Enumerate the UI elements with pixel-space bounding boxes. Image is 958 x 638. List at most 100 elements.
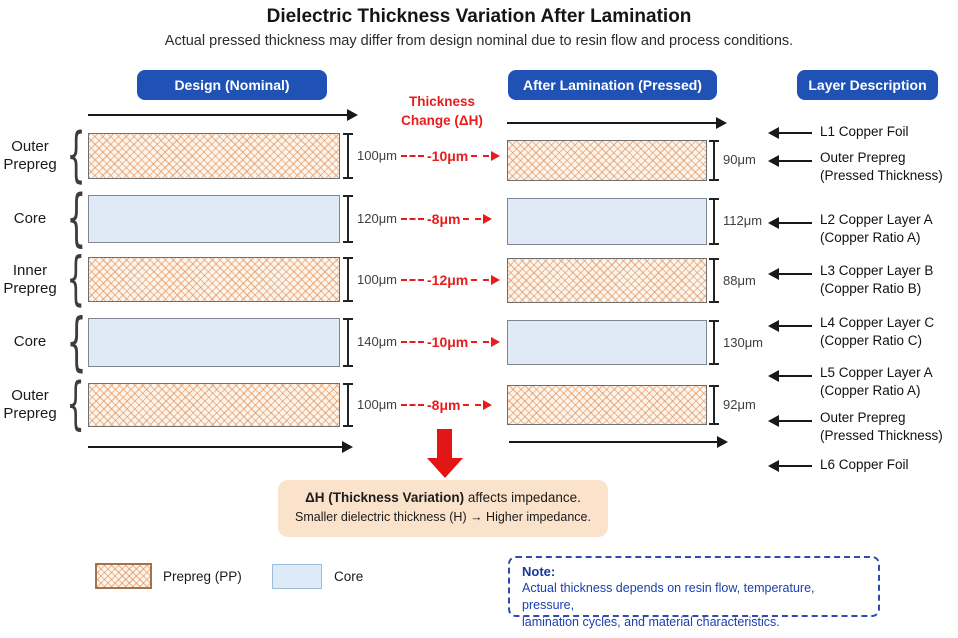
delta-arrowhead-icon (491, 337, 501, 347)
layer-pointer-arrow (768, 320, 812, 332)
row-brace: { (66, 371, 85, 437)
note-line2: lamination cycles, and material characte… (522, 615, 780, 629)
delta-dash (401, 155, 424, 157)
row-brace: { (66, 120, 86, 190)
layer-desc-l6: L6 Copper Foil (820, 457, 909, 472)
delta-arrowhead-icon (483, 214, 493, 224)
delta-arrow: -12μm (401, 271, 501, 289)
pressed-thickness-value: 130μm (723, 335, 764, 350)
delta-arrow: -10μm (401, 333, 501, 351)
pressed-layer-rect-core (507, 198, 707, 245)
callout-line2: Smaller dielectric thickness (H) → Highe… (295, 510, 591, 524)
layer-pointer-arrow (768, 217, 812, 229)
row-label-core: Core (13, 210, 47, 227)
design-thickness-value: 100μm (357, 397, 398, 412)
impedance-callout: ΔH (Thickness Variation) affects impedan… (278, 480, 608, 537)
delta-dash (401, 279, 424, 281)
layer-desc-l2: L2 Copper Layer A (Copper Ratio A) (820, 212, 933, 245)
red-down-arrow-icon (437, 429, 452, 459)
thickness-change-line1: Thickness (408, 94, 476, 109)
layer-desc-outer-prepreg-bottom: Outer Prepreg (Pressed Thickness) (820, 410, 943, 443)
design-layer-rect-core (88, 195, 340, 243)
header-layer-description: Layer Description (797, 70, 938, 100)
delta-arrow: -8μm (401, 396, 493, 414)
delta-arrow: -8μm (401, 210, 493, 228)
delta-dash (463, 218, 482, 220)
delta-dash (471, 279, 490, 281)
dimension-bracket (343, 195, 353, 243)
delta-arrow: -10μm (401, 147, 501, 165)
delta-dash (401, 404, 424, 406)
delta-value: -8μm (427, 211, 461, 227)
design-stack-top-arrow (88, 109, 358, 121)
design-thickness-value: 100μm (357, 272, 398, 287)
dimension-bracket (343, 318, 353, 367)
red-down-arrowhead-icon (427, 458, 463, 478)
pressed-stack-top-arrow (507, 117, 727, 129)
dimension-bracket (709, 385, 719, 425)
layer-desc-l1: L1 Copper Foil (820, 124, 909, 139)
layer-desc-outer-prepreg-top: Outer Prepreg (Pressed Thickness) (820, 150, 943, 183)
delta-value: -10μm (427, 334, 469, 350)
pressed-stack-bottom-arrow (509, 436, 728, 448)
delta-dash (401, 218, 424, 220)
delta-dash (463, 404, 482, 406)
note-heading: Note: (522, 564, 556, 579)
pressed-thickness-value: 112μm (723, 213, 763, 228)
thickness-change-label: Thickness Change (ΔH) (383, 92, 501, 130)
layer-desc-l3: L3 Copper Layer B (Copper Ratio B) (820, 263, 934, 296)
header-after-lamination: After Lamination (Pressed) (508, 70, 717, 100)
delta-dash (471, 341, 490, 343)
delta-arrowhead-icon (483, 400, 493, 410)
row-label-outer-prepreg: Outer Prepreg (3, 387, 57, 422)
pressed-thickness-value: 90μm (723, 152, 756, 167)
dimension-bracket (709, 258, 719, 303)
design-layer-rect-prepreg (88, 257, 340, 302)
delta-value: -12μm (427, 272, 469, 288)
dimension-bracket (343, 257, 353, 302)
pressed-layer-rect-prepreg (507, 140, 707, 181)
legend-swatch-core (272, 564, 322, 589)
layer-pointer-arrow (768, 155, 812, 167)
delta-arrowhead-icon (491, 275, 501, 285)
design-layer-rect-core (88, 318, 340, 367)
delta-arrowhead-icon (491, 151, 501, 161)
legend-label-prepreg: Prepreg (PP) (163, 569, 242, 584)
pressed-thickness-value: 92μm (723, 397, 756, 412)
layer-pointer-arrow (768, 268, 812, 280)
delta-value: -10μm (427, 148, 469, 164)
dimension-bracket (343, 383, 353, 427)
pressed-thickness-value: 88μm (723, 273, 756, 288)
thickness-change-line2: Change (ΔH) (401, 113, 483, 128)
pressed-layer-rect-prepreg (507, 258, 707, 303)
row-label-core: Core (13, 333, 47, 350)
design-stack-bottom-arrow (88, 441, 353, 453)
page-title: Dielectric Thickness Variation After Lam… (266, 6, 692, 27)
dimension-bracket (709, 320, 719, 365)
note-box: Note: Actual thickness depends on resin … (508, 556, 880, 629)
row-label-outer-prepreg: Outer Prepreg (3, 138, 57, 173)
delta-value: -8μm (427, 397, 461, 413)
row-brace: { (66, 305, 87, 378)
header-design-nominal: Design (Nominal) (137, 70, 327, 100)
legend-label-core: Core (334, 569, 364, 584)
page-subtitle: Actual pressed thickness may differ from… (164, 33, 794, 49)
pressed-layer-rect-prepreg (507, 385, 707, 425)
design-thickness-value: 100μm (357, 148, 398, 163)
layer-pointer-arrow (768, 127, 812, 139)
row-brace: { (66, 244, 85, 312)
row-label-inner-prepreg: Inner Prepreg (3, 262, 57, 297)
delta-dash (401, 341, 424, 343)
design-layer-rect-prepreg (88, 383, 340, 427)
layer-pointer-arrow (768, 460, 812, 472)
dimension-bracket (709, 198, 719, 245)
layer-desc-l4: L4 Copper Layer C (Copper Ratio C) (820, 315, 935, 348)
dimension-bracket (709, 140, 719, 181)
dimension-bracket (343, 133, 353, 179)
layer-desc-l5: L5 Copper Layer A (Copper Ratio A) (820, 365, 933, 398)
layer-pointer-arrow (768, 415, 812, 427)
pressed-layer-rect-core (507, 320, 707, 365)
row-brace: { (66, 181, 87, 254)
design-thickness-value: 140μm (357, 334, 398, 349)
